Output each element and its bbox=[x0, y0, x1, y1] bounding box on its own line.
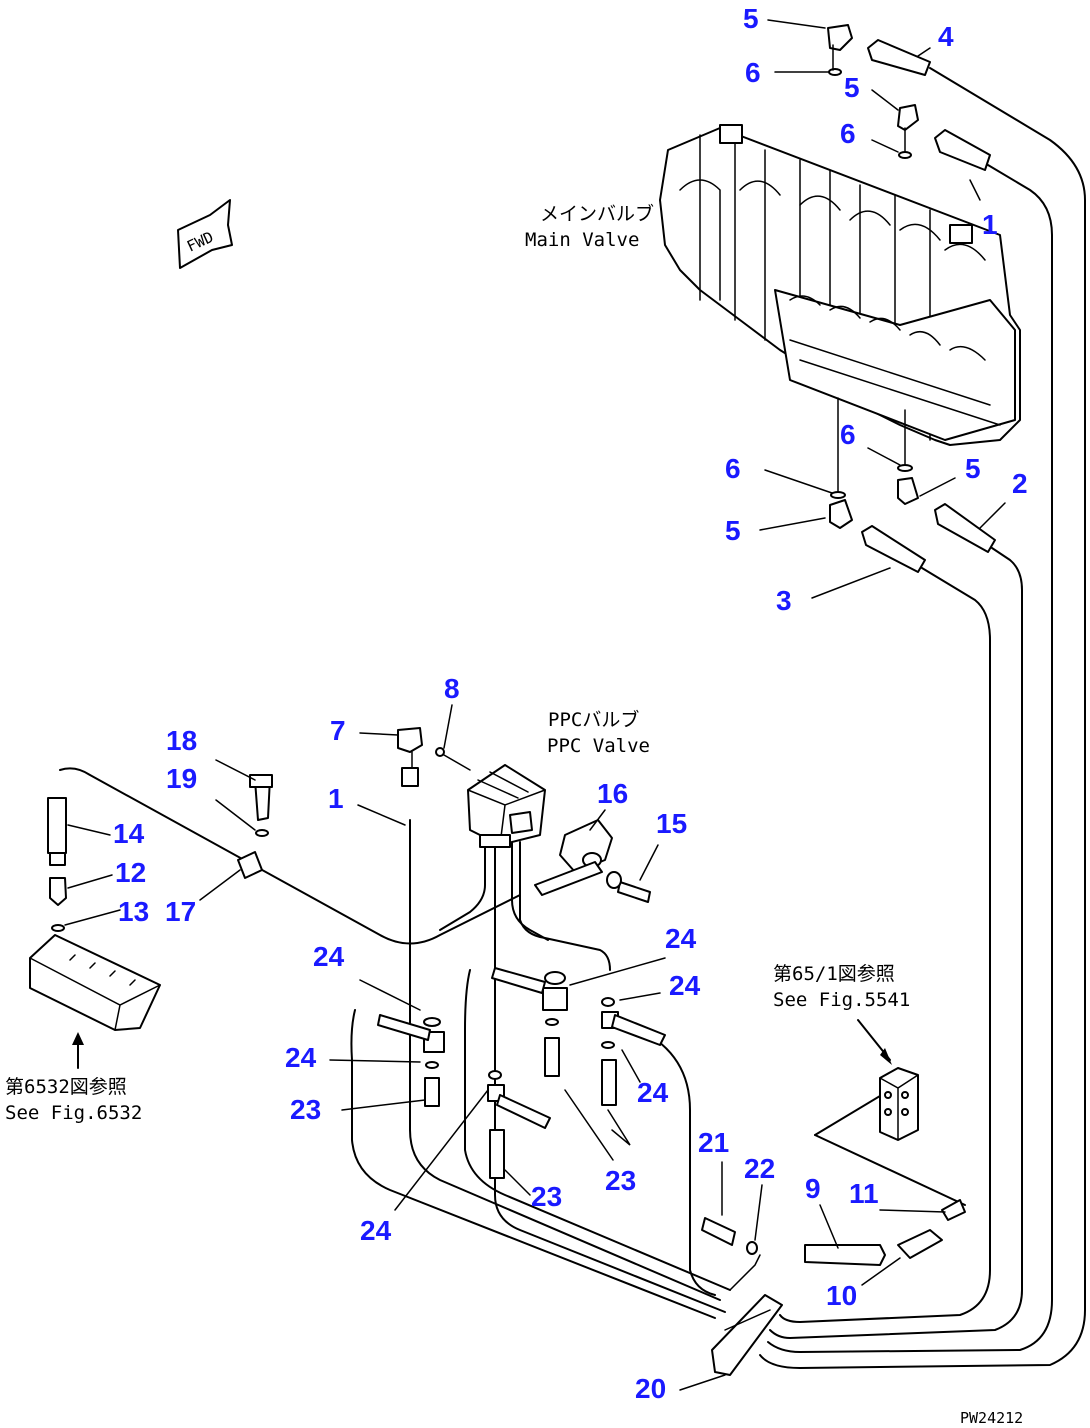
main-valve-drawing bbox=[659, 124, 1021, 446]
callout-5-c: 5 bbox=[965, 453, 981, 484]
callout-24-f: 24 bbox=[360, 1215, 392, 1246]
ref-5541-label-jp: 第65/1図参照 bbox=[773, 963, 895, 985]
callout-24-e: 24 bbox=[637, 1077, 669, 1108]
hose-runs-left bbox=[59, 767, 966, 1319]
callout-17: 17 bbox=[165, 896, 196, 927]
callout-14: 14 bbox=[113, 818, 145, 849]
callout-1-b: 1 bbox=[328, 783, 344, 814]
leader-lines bbox=[64, 19, 1006, 1391]
callout-23-c: 23 bbox=[531, 1181, 562, 1212]
ppc-valve-label-jp: PPCバルブ bbox=[548, 708, 639, 731]
callout-6-d: 6 bbox=[725, 453, 741, 484]
callout-1-a: 1 bbox=[982, 209, 998, 240]
ref-5541-label-en: See Fig.5541 bbox=[773, 989, 910, 1011]
clamp-parts bbox=[377, 967, 666, 1179]
callout-13: 13 bbox=[118, 896, 149, 927]
callout-8: 8 bbox=[444, 673, 460, 704]
text-notes: メインバルブ Main Valve PPCバルブ PPC Valve 第65/1… bbox=[5, 202, 1023, 1427]
callout-20: 20 bbox=[635, 1373, 666, 1404]
callout-6-c: 6 bbox=[840, 419, 856, 450]
bracket-and-bolt bbox=[534, 819, 651, 903]
callout-2: 2 bbox=[1012, 468, 1028, 499]
forward-arrow-icon: FWD bbox=[177, 199, 233, 269]
upper-fittings bbox=[827, 24, 991, 171]
callout-24-d: 24 bbox=[285, 1042, 317, 1073]
main-valve-label-en: Main Valve bbox=[525, 229, 639, 251]
ppc-valve-label-en: PPC Valve bbox=[547, 735, 650, 757]
callout-numbers: 5 4 6 5 6 1 6 6 5 2 5 3 8 7 18 19 1 16 1… bbox=[113, 3, 1028, 1404]
callout-19: 19 bbox=[166, 763, 197, 794]
callout-16: 16 bbox=[597, 778, 628, 809]
callout-15: 15 bbox=[656, 808, 687, 839]
hose-runs-right bbox=[759, 67, 1086, 1369]
callout-5-a: 5 bbox=[743, 3, 759, 34]
callout-12: 12 bbox=[115, 857, 146, 888]
callout-5-d: 5 bbox=[725, 515, 741, 546]
callout-22: 22 bbox=[744, 1153, 775, 1184]
left-parts bbox=[29, 774, 273, 1069]
callout-3: 3 bbox=[776, 585, 792, 616]
callout-9: 9 bbox=[805, 1173, 821, 1204]
lower-right-parts bbox=[701, 1199, 966, 1376]
callout-7: 7 bbox=[330, 715, 346, 746]
callout-23-b: 23 bbox=[605, 1165, 636, 1196]
callout-18: 18 bbox=[166, 725, 197, 756]
ref-block-5541 bbox=[857, 1019, 919, 1141]
lower-fittings bbox=[829, 397, 996, 573]
callout-23-a: 23 bbox=[290, 1094, 321, 1125]
main-valve-label-jp: メインバルブ bbox=[540, 202, 654, 225]
ref-6532-label-jp: 第6532図参照 bbox=[5, 1076, 127, 1098]
ppc-valve-drawing bbox=[467, 764, 546, 848]
ref-6532-label-en: See Fig.6532 bbox=[5, 1102, 142, 1124]
callout-6-b: 6 bbox=[840, 118, 856, 149]
fitting-7-8 bbox=[397, 727, 471, 787]
callout-4: 4 bbox=[938, 21, 954, 52]
drawing-code: PW24212 bbox=[960, 1409, 1023, 1427]
callout-11: 11 bbox=[849, 1178, 879, 1209]
callout-24-c: 24 bbox=[669, 970, 701, 1001]
callout-24-b: 24 bbox=[665, 923, 697, 954]
callout-10: 10 bbox=[826, 1280, 857, 1311]
callout-24-a: 24 bbox=[313, 941, 345, 972]
callout-6-a: 6 bbox=[745, 57, 761, 88]
callout-5-b: 5 bbox=[844, 72, 860, 103]
callout-21: 21 bbox=[698, 1127, 729, 1158]
